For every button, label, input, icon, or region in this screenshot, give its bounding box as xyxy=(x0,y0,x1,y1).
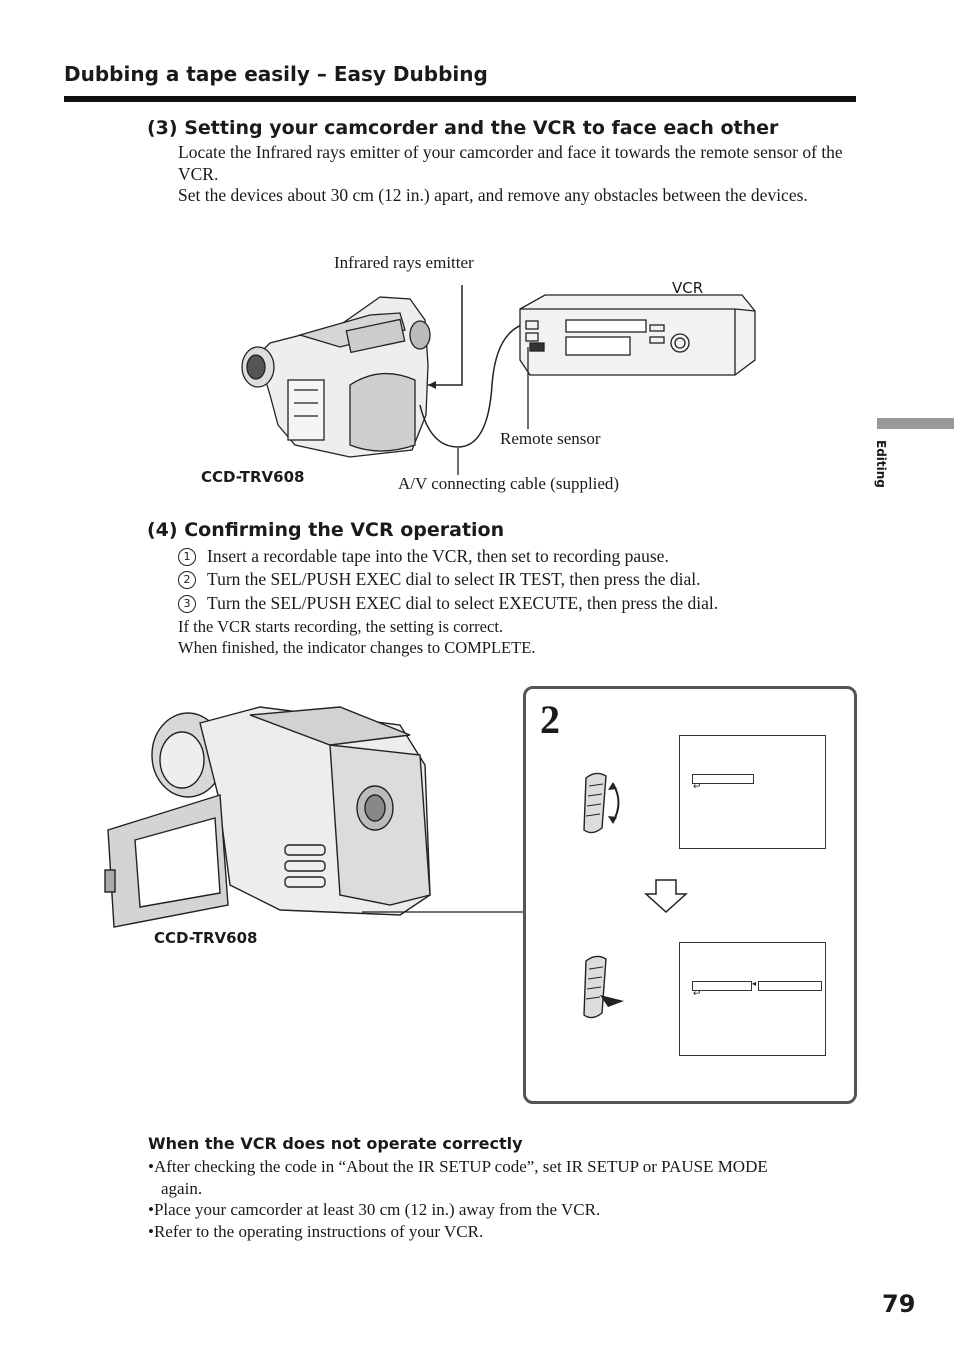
panel-step-number: 2 xyxy=(540,697,560,742)
step-panel xyxy=(523,686,857,1104)
step-item: 1 Insert a recordable tape into the VCR, … xyxy=(178,546,669,567)
section3-paragraph1: Locate the Infrared rays emitter of your… xyxy=(178,142,843,184)
camcorder-lcd-illustration xyxy=(104,706,525,928)
label-model-2: CCD-TRV608 xyxy=(154,929,258,947)
camcorder-vcr-illustration xyxy=(241,275,756,475)
header-rule xyxy=(64,96,856,102)
bullet-text: Place your camcorder at least 30 cm (12 … xyxy=(153,1200,601,1219)
page-number: 79 xyxy=(882,1290,916,1318)
step-number: 1 xyxy=(178,548,196,566)
return-icon: ↩ xyxy=(693,782,701,792)
dial-turn-icon xyxy=(580,770,630,836)
label-infrared-emitter: Infrared rays emitter xyxy=(334,253,474,272)
figure-camcorder-lcd xyxy=(100,705,530,935)
step-text: Turn the SEL/PUSH EXEC dial to select EX… xyxy=(207,593,719,613)
bullet-text: After checking the code in “About the IR… xyxy=(153,1157,768,1198)
label-av-cable: A/V connecting cable (supplied) xyxy=(398,474,620,493)
section4-note1: If the VCR starts recording, the setting… xyxy=(178,617,504,636)
bullet-text: Refer to the operating instructions of y… xyxy=(153,1222,484,1241)
section4-note2: When finished, the indicator changes to … xyxy=(178,638,536,657)
troubleshoot-title: When the VCR does not operate correctly xyxy=(148,1134,523,1153)
dial-press-icon xyxy=(578,955,630,1023)
step-item: 3 Turn the SEL/PUSH EXEC dial to select E… xyxy=(178,593,718,614)
section4-title: (4) Confirming the VCR operation xyxy=(147,519,505,541)
side-section-label: Editing xyxy=(874,440,888,488)
step-item: 2 Turn the SEL/PUSH EXEC dial to select I… xyxy=(178,569,701,590)
select-pointer-icon: ◂ xyxy=(752,979,757,988)
section3-paragraph2: Set the devices about 30 cm (12 in.) apa… xyxy=(178,185,808,205)
step-text: Turn the SEL/PUSH EXEC dial to select IR… xyxy=(207,569,701,589)
troubleshoot-bullet: •Place your camcorder at least 30 cm (12… xyxy=(148,1200,601,1219)
label-model-1: CCD-TRV608 xyxy=(201,468,305,486)
return-icon: ↩ xyxy=(693,989,701,999)
step-number: 3 xyxy=(178,595,196,613)
step-number: 2 xyxy=(178,571,196,589)
menu-highlight-bar xyxy=(692,981,752,991)
lcd-screen-ir-test: ↩ xyxy=(679,735,826,849)
step-text: Insert a recordable tape into the VCR, t… xyxy=(207,546,669,566)
section3-title: (3) Setting your camcorder and the VCR t… xyxy=(147,117,779,139)
troubleshoot-bullet: •Refer to the operating instructions of … xyxy=(148,1222,484,1241)
lcd-screen-execute: ◂ ↩ xyxy=(679,942,826,1056)
page-header-title: Dubbing a tape easily – Easy Dubbing xyxy=(64,62,488,86)
label-vcr: VCR xyxy=(672,279,704,297)
figure-camcorder-vcr xyxy=(230,275,760,475)
submenu-highlight-bar xyxy=(758,981,822,991)
side-tab-marker xyxy=(877,418,954,429)
down-arrow-icon xyxy=(644,878,688,914)
label-remote-sensor: Remote sensor xyxy=(500,429,601,448)
troubleshoot-bullet: •After checking the code in “About the I… xyxy=(148,1157,768,1198)
menu-highlight-bar xyxy=(692,774,754,784)
